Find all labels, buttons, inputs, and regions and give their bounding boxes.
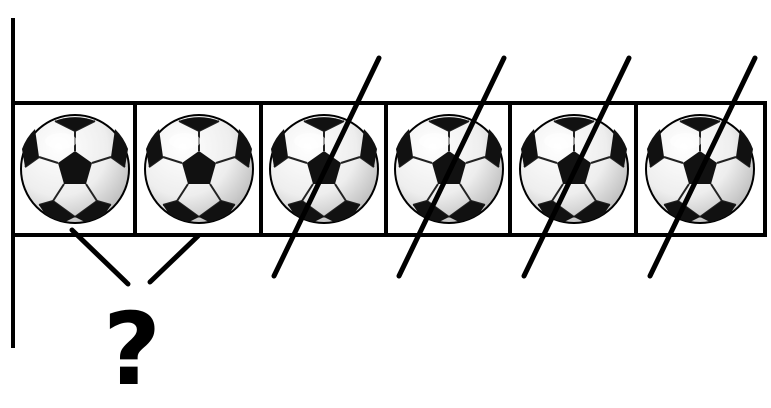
soccer-ball-icon — [145, 115, 253, 223]
question-mark: ? — [100, 300, 164, 400]
soccer-ball-icon — [21, 115, 129, 223]
bracket-line-right — [150, 236, 198, 282]
bracket-line-left — [72, 230, 128, 284]
